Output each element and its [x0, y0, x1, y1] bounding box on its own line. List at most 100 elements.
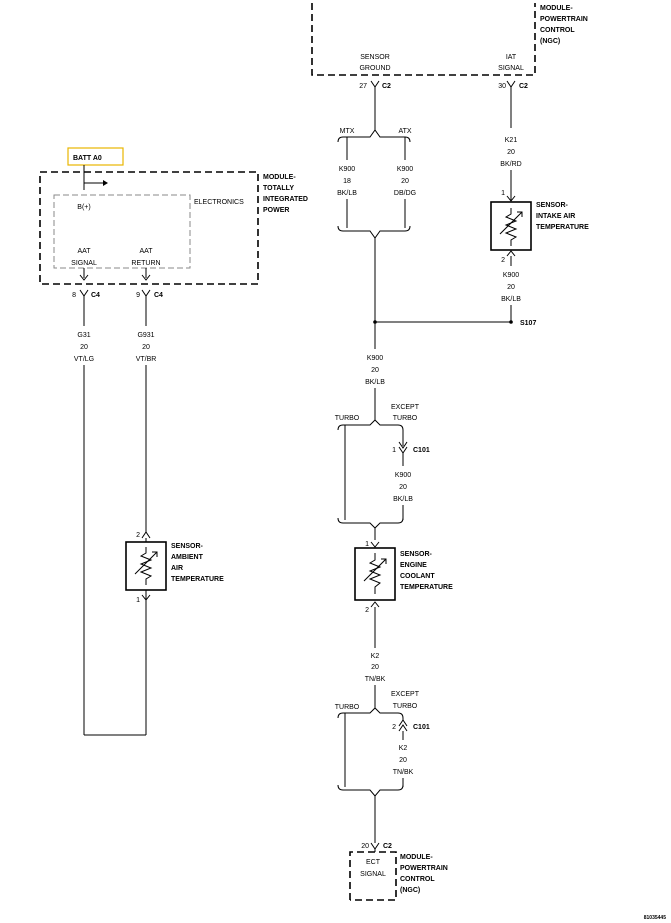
aat-title-line3: AIR — [171, 565, 183, 572]
wire-k900-main-color: BK/LB — [365, 379, 385, 386]
pin-label-ect-signal: SIGNAL — [360, 871, 386, 878]
wire-g931-gauge: 20 — [142, 344, 150, 351]
batt-label-box: BATT A0 — [67, 147, 124, 166]
connector-id: C2 — [382, 83, 391, 90]
aat-title-line2: AMBIENT — [171, 554, 204, 561]
ect-title-line3: COOLANT — [400, 573, 435, 580]
wire-k900-main-id: K900 — [367, 355, 383, 362]
connector-id: C2 — [383, 843, 392, 850]
wire-k900-iat-gauge: 20 — [507, 284, 515, 291]
wire-k900-iat: K900 20 BK/LB — [501, 256, 521, 322]
wire-k2: K2 20 TN/BK — [365, 607, 386, 708]
pcm-top-title-line1: MODULE- — [540, 5, 573, 12]
connector-9-c4: 9 C4 — [136, 289, 163, 299]
tipm-module: ELECTRONICS MODULE- TOTALLY INTEGRATED P… — [39, 165, 308, 285]
iat-sensor: 1 2 SENSOR- INTAKE AIR TEMPERATURE — [490, 190, 589, 264]
mtx-label: MTX — [340, 128, 355, 135]
aat-return-label-2: RETURN — [131, 260, 160, 267]
pin-label-sensor: SENSOR — [360, 54, 390, 61]
wire-g931-color: VT/BR — [136, 356, 157, 363]
aat-signal-label-1: AAT — [77, 248, 91, 255]
turbo-split-2: TURBO EXCEPT TURBO 2 C101 K2 20 TN/BK — [335, 691, 430, 843]
pin-label-ground: GROUND — [359, 65, 390, 72]
c101-pin-1: 1 — [392, 447, 396, 454]
ect-pin1: 1 — [365, 541, 369, 548]
wire-k21: K21 20 BK/RD — [500, 87, 522, 201]
pcm-bottom-title-line1: MODULE- — [400, 854, 433, 861]
wire-k900-c101-id: K900 — [395, 472, 411, 479]
iat-title-line2: INTAKE AIR — [536, 213, 575, 220]
bplus-label: B(+) — [77, 204, 90, 211]
tipm-title-line1: MODULE- — [263, 174, 296, 181]
ect-title-line2: ENGINE — [400, 562, 427, 569]
aat-pin1: 1 — [136, 597, 140, 604]
pcm-bottom-title-line4: (NGC) — [400, 887, 420, 894]
wire-g31-gauge: 20 — [80, 344, 88, 351]
iat-pin1: 1 — [501, 190, 505, 197]
wire-k900-main-gauge: 20 — [371, 367, 379, 374]
aat-sensor: 2 SENSOR- AMBIENT AIR TEMPERATURE 1 — [125, 531, 224, 735]
wire-k900-c101-color: BK/LB — [393, 496, 413, 503]
wire-k900-atx-id: K900 — [397, 166, 413, 173]
aat-signal-label-2: SIGNAL — [71, 260, 97, 267]
wire-k900-c101-gauge: 20 — [399, 484, 407, 491]
pin-number: 30 — [498, 83, 506, 90]
c101-connector-2: C101 — [413, 724, 430, 731]
wire-g31-color: VT/LG — [74, 356, 94, 363]
pcm-top-title-line4: (NGC) — [540, 38, 560, 45]
c101-connector-1: C101 — [413, 447, 430, 454]
iat-title-line1: SENSOR- — [536, 202, 569, 209]
pin-number: 20 — [361, 843, 369, 850]
tipm-title-line4: POWER — [263, 207, 289, 214]
except-turbo-label-2b: TURBO — [393, 703, 418, 710]
pin-label-iat: IAT — [506, 54, 517, 61]
ect-title-line1: SENSOR- — [400, 551, 433, 558]
wire-g931-id: G931 — [137, 332, 154, 339]
turbo-split-1: TURBO EXCEPT TURBO 1 C101 K900 20 BK/LB — [335, 404, 430, 540]
wire-k900-iat-id: K900 — [503, 272, 519, 279]
ect-sensor: 1 2 SENSOR- ENGINE COOLANT TEMPERATURE — [354, 541, 453, 614]
pcm-top-title-line2: POWERTRAIN — [540, 16, 588, 23]
c101-pin-2: 2 — [392, 724, 396, 731]
aat-return-label-1: AAT — [139, 248, 153, 255]
iat-title-line3: TEMPERATURE — [536, 224, 589, 231]
wire-k900-atx-gauge: 20 — [401, 178, 409, 185]
iat-pin2: 2 — [501, 257, 505, 264]
connector-30-c2: 30 C2 — [498, 80, 528, 90]
aat-title-line1: SENSOR- — [171, 543, 204, 550]
ect-pin2: 2 — [365, 607, 369, 614]
ect-title-line4: TEMPERATURE — [400, 584, 453, 591]
tipm-title-line2: TOTALLY — [263, 185, 294, 192]
wire-k2-id: K2 — [371, 653, 380, 660]
wire-k900-main: K900 20 BK/LB — [365, 355, 385, 420]
except-turbo-label-2a: EXCEPT — [391, 691, 420, 698]
batt-label: BATT A0 — [73, 155, 102, 162]
tipm-title-line3: INTEGRATED — [263, 196, 308, 203]
wire-k2-c101-gauge: 20 — [399, 757, 407, 764]
wire-k21-color: BK/RD — [500, 161, 521, 168]
except-turbo-label-1b: TURBO — [393, 415, 418, 422]
wire-k2-c101-id: K2 — [399, 745, 408, 752]
wire-k900-mtx-gauge: 18 — [343, 178, 351, 185]
pin-label-signal: SIGNAL — [498, 65, 524, 72]
electronics-label: ELECTRONICS — [194, 199, 244, 206]
atx-label: ATX — [398, 128, 411, 135]
wire-g31-id: G31 — [77, 332, 90, 339]
pcm-top-title-line3: CONTROL — [540, 27, 575, 34]
wire-g931: G931 20 VT/BR — [136, 296, 157, 532]
connector-id: C2 — [519, 83, 528, 90]
wire-k900-iat-color: BK/LB — [501, 296, 521, 303]
pcm-bottom-title-line2: POWERTRAIN — [400, 865, 448, 872]
wire-k900-atx-color: DB/DG — [394, 190, 416, 197]
wire-k2-gauge: 20 — [371, 664, 379, 671]
pin-label-ect: ECT — [366, 859, 381, 866]
wire-k21-id: K21 — [505, 137, 518, 144]
pcm-top-module: MODULE- POWERTRAIN CONTROL (NGC) SENSOR … — [311, 3, 588, 76]
pin-number: 8 — [72, 292, 76, 299]
wire-k2-color: TN/BK — [365, 676, 386, 683]
pin-number: 27 — [359, 83, 367, 90]
connector-id: C4 — [91, 292, 100, 299]
except-turbo-label-1a: EXCEPT — [391, 404, 420, 411]
diagram-id: 81035445 — [644, 915, 666, 921]
